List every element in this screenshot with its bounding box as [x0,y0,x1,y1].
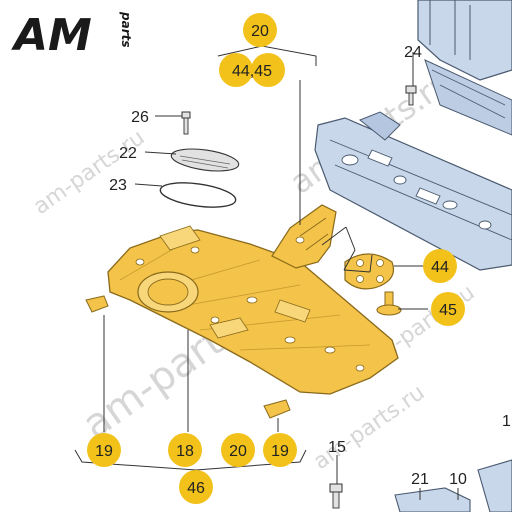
logo-mark: AM [11,10,92,61]
callout-19-right: 19 [263,433,297,467]
svg-text:1: 1 [502,413,511,430]
svg-text:10: 10 [449,471,467,488]
svg-text:46: 46 [187,480,205,497]
bolt-26 [181,111,191,135]
gasket-ring [159,182,237,208]
clip-left [85,295,109,313]
svg-text:21: 21 [411,471,429,488]
svg-text:45: 45 [439,302,457,319]
callout-20-top: 20 [243,13,277,47]
svg-text:19: 19 [271,443,289,460]
watermark-1: am-parts.ru [29,125,149,220]
bolt-24 [405,85,417,106]
callout-44: 44 [423,249,457,283]
svg-text:19: 19 [95,443,113,460]
callout-20-bottom: 20 [221,433,255,467]
svg-text:20: 20 [251,23,269,40]
logo-suffix: parts [119,11,133,47]
stud-bushing [376,291,402,316]
callout-44-45-top: 44,45 [219,53,285,87]
clip-right [263,399,291,419]
callout-19-left: 19 [87,433,121,467]
frame-upper-member [417,0,512,136]
frame-lower-pieces [394,459,512,512]
callout-26: 26 [131,109,149,126]
bolt-15 [329,483,343,509]
svg-text:15: 15 [328,439,346,456]
callout-22: 22 [119,145,137,162]
svg-text:18: 18 [176,443,194,460]
am-parts-logo: AM parts [11,10,133,61]
svg-text:24: 24 [404,44,422,61]
svg-text:44,45: 44,45 [232,63,272,80]
svg-text:44: 44 [431,259,449,276]
mounting-bracket [271,204,337,269]
svg-text:26: 26 [131,109,149,126]
svg-text:23: 23 [109,177,127,194]
callout-23: 23 [109,177,127,194]
underbody-shield [107,225,399,395]
callout-15: 15 [328,439,346,456]
callout-10: 10 [449,471,467,488]
svg-text:22: 22 [119,145,137,162]
callout-21: 21 [411,471,429,488]
callout-18: 18 [168,433,202,467]
cover-plate [170,148,240,172]
callout-45: 45 [431,292,465,326]
frame-side-rail [314,111,512,271]
callout-46: 46 [179,470,213,504]
svg-text:20: 20 [229,443,247,460]
callout-14-partial: 1 [502,413,511,430]
callout-24: 24 [404,44,422,61]
